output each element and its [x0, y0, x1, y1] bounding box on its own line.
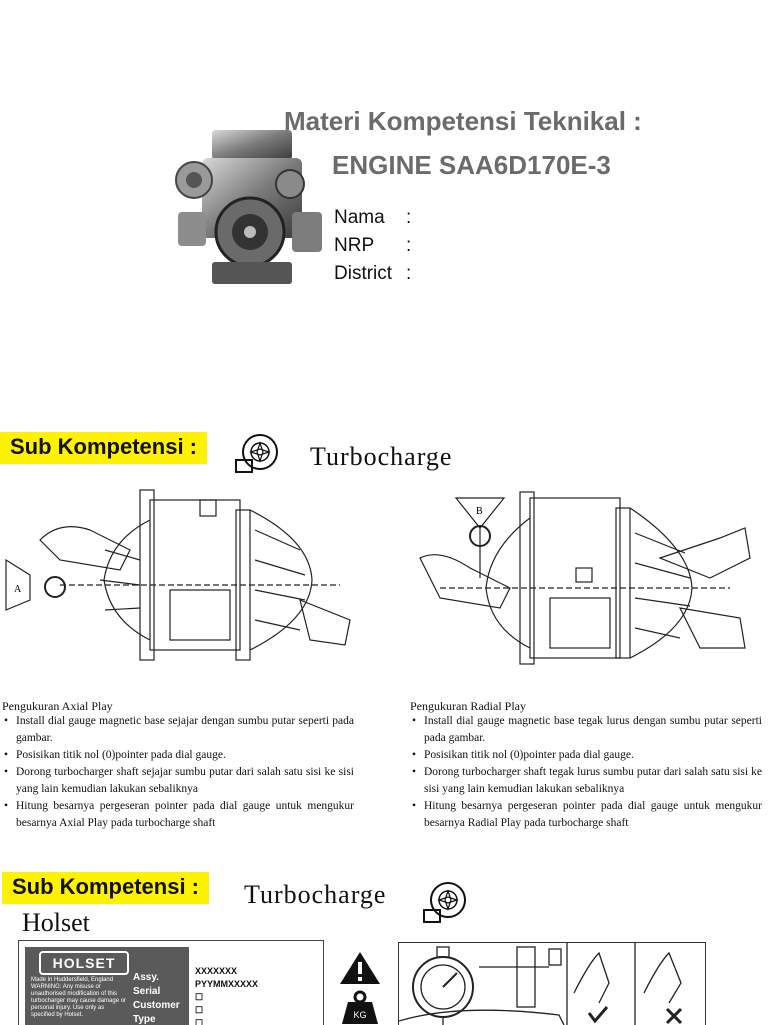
axial-play-steps: Install dial gauge magnetic base sejajar… [2, 713, 354, 832]
list-item: Install dial gauge magnetic base sejajar… [2, 713, 354, 747]
caption-radial-play: Pengukuran Radial Play [410, 699, 526, 713]
marker-a: A [14, 584, 22, 595]
dial-gauge-figure [398, 942, 706, 1025]
radial-play-steps: Install dial gauge magnetic base tegak l… [410, 713, 762, 832]
list-item: Dorong turbocharger shaft sejajar sumbu … [2, 764, 354, 798]
checkbox-placeholder: ☐ [195, 1018, 204, 1025]
title-line2: ENGINE SAA6D170E-3 [332, 150, 611, 180]
checkbox-placeholder: ☐ [195, 992, 204, 1002]
field-label: Customer [133, 1000, 180, 1011]
warning-icon [340, 952, 380, 984]
field-label: Serial [133, 986, 161, 997]
list-item: Dorong turbocharger shaft tegak lurus su… [410, 764, 762, 798]
nameplate-field-labels: Assy. Serial Customer Type [133, 971, 180, 1025]
list-item: Install dial gauge magnetic base tegak l… [410, 713, 762, 747]
holset-nameplate: HOLSET Made in Huddersfield, England WAR… [18, 940, 324, 1025]
warning-text: WARNING: Any misuse or unauthorised modi… [31, 984, 127, 1018]
nameplate-value: XXXXXXX [195, 966, 238, 976]
sub-kompetensi-banner: Sub Kompetensi : [2, 872, 210, 904]
caption-axial-play: Pengukuran Axial Play [2, 699, 113, 713]
field-label: Type [133, 1014, 156, 1025]
field-separator: : [406, 207, 412, 228]
list-item: Hitung besarnya pergeseran pointer pada … [2, 798, 354, 832]
sub-kompetensi-banner: Sub Kompetensi : [0, 432, 208, 464]
title-line1: Materi Kompetensi Teknikal : [284, 106, 642, 136]
weight-kg-icon: KG [342, 990, 378, 1024]
holset-logo: HOLSET [39, 951, 129, 975]
field-label: NRP [334, 235, 375, 256]
field-separator: : [406, 263, 412, 284]
nameplate-value: PYYMMXXXXX [195, 979, 259, 989]
nameplate-made-in: Made in Huddersfield, England WARNING: A… [31, 977, 127, 1019]
axial-play-figure: A [0, 480, 376, 690]
checkbox-placeholder: ☐ [195, 1005, 204, 1015]
field-nrp: NRP : [334, 232, 411, 260]
topic-turbocharge: Turbocharge [310, 442, 453, 471]
field-label: Nama [334, 207, 385, 228]
identity-fields: Nama : NRP : District : [334, 204, 411, 288]
field-district: District : [334, 260, 411, 288]
marker-b: B [476, 506, 483, 517]
field-label: Assy. [133, 972, 159, 983]
nameplate-panel: HOLSET Made in Huddersfield, England WAR… [25, 947, 189, 1025]
list-item: Posisikan titik nol (0)pointer pada dial… [410, 747, 762, 764]
list-item: Posisikan titik nol (0)pointer pada dial… [2, 747, 354, 764]
engine-image [175, 130, 322, 284]
field-separator: : [406, 235, 412, 256]
nameplate-values: XXXXXXX PYYMMXXXXX ☐ ☐ ☐ [195, 965, 258, 1025]
turbocharger-icon [423, 882, 466, 923]
list-item: Hitung besarnya pergeseran pointer pada … [410, 798, 762, 832]
turbocharger-icon [235, 434, 278, 473]
field-nama: Nama : [334, 204, 411, 232]
kg-label: KG [353, 1010, 366, 1020]
radial-play-figure: B [400, 488, 768, 688]
subtopic-holset: Holset [22, 908, 90, 937]
made-in-text: Made in Huddersfield, England [31, 977, 114, 983]
field-label: District [334, 263, 393, 284]
topic-turbocharge: Turbocharge [244, 880, 387, 909]
